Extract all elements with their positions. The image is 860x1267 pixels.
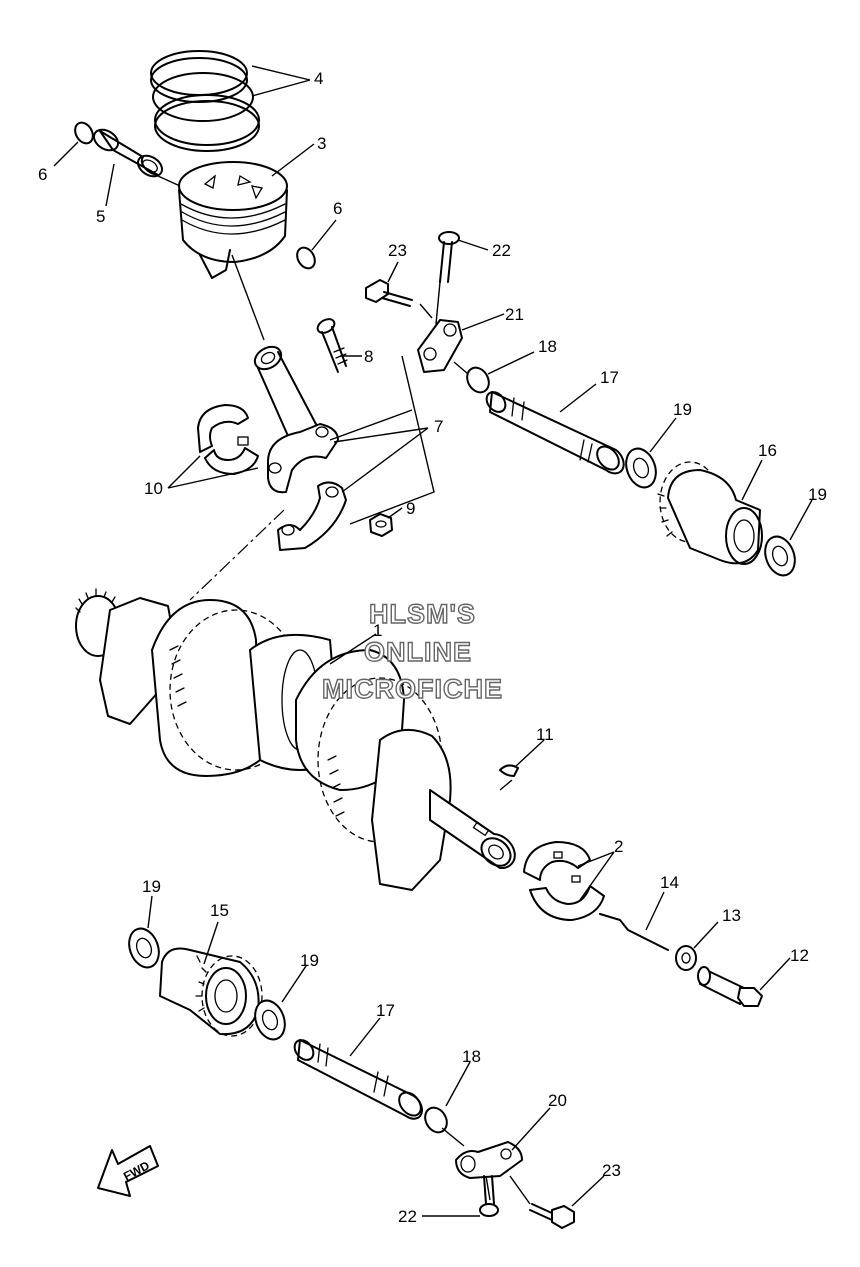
part-balancer-lever-upper[interactable] xyxy=(417,319,463,373)
callout-label[interactable]: 22 xyxy=(492,241,511,260)
callout-label[interactable]: 2 xyxy=(614,837,623,856)
callout-label[interactable]: 19 xyxy=(142,877,161,896)
part-bearing-lower-left[interactable] xyxy=(124,924,164,971)
part-bearing-upper-left[interactable] xyxy=(621,444,661,491)
callout-labels: 4 3 6 5 6 23 22 21 8 18 17 7 19 16 10 9 … xyxy=(38,69,827,1226)
part-bolt-lower[interactable] xyxy=(529,1203,575,1229)
part-balancer-gear-lower[interactable] xyxy=(159,947,263,1037)
part-balancer-gear-upper[interactable] xyxy=(657,461,763,565)
part-bolt-upper[interactable] xyxy=(365,279,413,307)
part-piston-pin[interactable] xyxy=(90,125,166,180)
callout-label[interactable]: 6 xyxy=(38,165,47,184)
callout-label[interactable]: 23 xyxy=(388,241,407,260)
callout-label[interactable]: 4 xyxy=(314,69,323,88)
callout-label[interactable]: 23 xyxy=(602,1161,621,1180)
part-big-end-bearings[interactable] xyxy=(197,404,259,475)
callout-label[interactable]: 18 xyxy=(462,1047,481,1066)
callout-label[interactable]: 15 xyxy=(210,901,229,920)
callout-label[interactable]: 11 xyxy=(536,725,554,744)
part-circlip-upper[interactable] xyxy=(72,119,97,146)
part-rod-cap[interactable] xyxy=(277,481,347,551)
part-rod-nut[interactable] xyxy=(369,513,393,537)
watermark: HLSM'S ONLINE MICROFICHE xyxy=(321,598,503,704)
part-oring-upper[interactable] xyxy=(463,364,493,397)
part-screw-upper[interactable] xyxy=(438,231,460,283)
callout-label[interactable]: 3 xyxy=(317,134,326,153)
part-oring-lower[interactable] xyxy=(421,1104,451,1137)
callout-label[interactable]: 18 xyxy=(538,337,557,356)
callout-label[interactable]: 19 xyxy=(673,400,692,419)
callout-leaders xyxy=(53,65,813,1217)
callout-label[interactable]: 9 xyxy=(406,499,415,518)
part-balancer-shaft-lower[interactable] xyxy=(291,1036,425,1120)
callout-label[interactable]: 6 xyxy=(333,199,342,218)
callout-label[interactable]: 16 xyxy=(758,441,777,460)
callout-label[interactable]: 22 xyxy=(398,1207,417,1226)
part-balancer-lever-lower[interactable] xyxy=(455,1141,523,1179)
callout-label[interactable]: 14 xyxy=(660,873,679,892)
callout-label[interactable]: 1 xyxy=(373,621,382,640)
callout-label[interactable]: 17 xyxy=(600,368,619,387)
part-main-bearings[interactable] xyxy=(523,841,605,921)
part-piston-rings[interactable] xyxy=(150,50,260,152)
callout-label[interactable]: 12 xyxy=(790,946,809,965)
callout-label[interactable]: 20 xyxy=(548,1091,567,1110)
callout-label[interactable]: 17 xyxy=(376,1001,395,1020)
part-plate-lever[interactable] xyxy=(599,913,669,951)
callout-label[interactable]: 10 xyxy=(144,479,163,498)
assembly-lines xyxy=(157,175,531,1205)
part-washer[interactable] xyxy=(675,945,697,971)
part-connecting-rod[interactable] xyxy=(251,342,339,494)
callout-label[interactable]: 21 xyxy=(505,305,524,324)
watermark-line-2: ONLINE xyxy=(364,637,472,667)
callout-label[interactable]: 19 xyxy=(300,951,319,970)
callout-label[interactable]: 13 xyxy=(722,906,741,925)
part-bearing-lower-right[interactable] xyxy=(250,996,290,1043)
callout-label[interactable]: 8 xyxy=(364,347,373,366)
part-bolt[interactable] xyxy=(697,966,763,1007)
part-circlip-lower[interactable] xyxy=(294,244,319,271)
callout-label[interactable]: 5 xyxy=(96,207,105,226)
fwd-arrow-icon: FWD xyxy=(97,1145,159,1197)
part-piston[interactable] xyxy=(178,161,288,279)
part-woodruff-key[interactable] xyxy=(499,764,519,777)
part-screw-lower[interactable] xyxy=(479,1175,499,1217)
callout-label[interactable]: 7 xyxy=(434,417,443,436)
watermark-line-3: MICROFICHE xyxy=(322,674,503,704)
watermark-line-1: HLSM'S xyxy=(369,599,476,629)
part-bearing-upper-right[interactable] xyxy=(760,532,800,579)
callout-label[interactable]: 19 xyxy=(808,485,827,504)
part-crankshaft[interactable] xyxy=(75,588,516,891)
part-balancer-shaft-upper[interactable] xyxy=(483,388,625,475)
part-rod-bolt[interactable] xyxy=(315,316,348,373)
